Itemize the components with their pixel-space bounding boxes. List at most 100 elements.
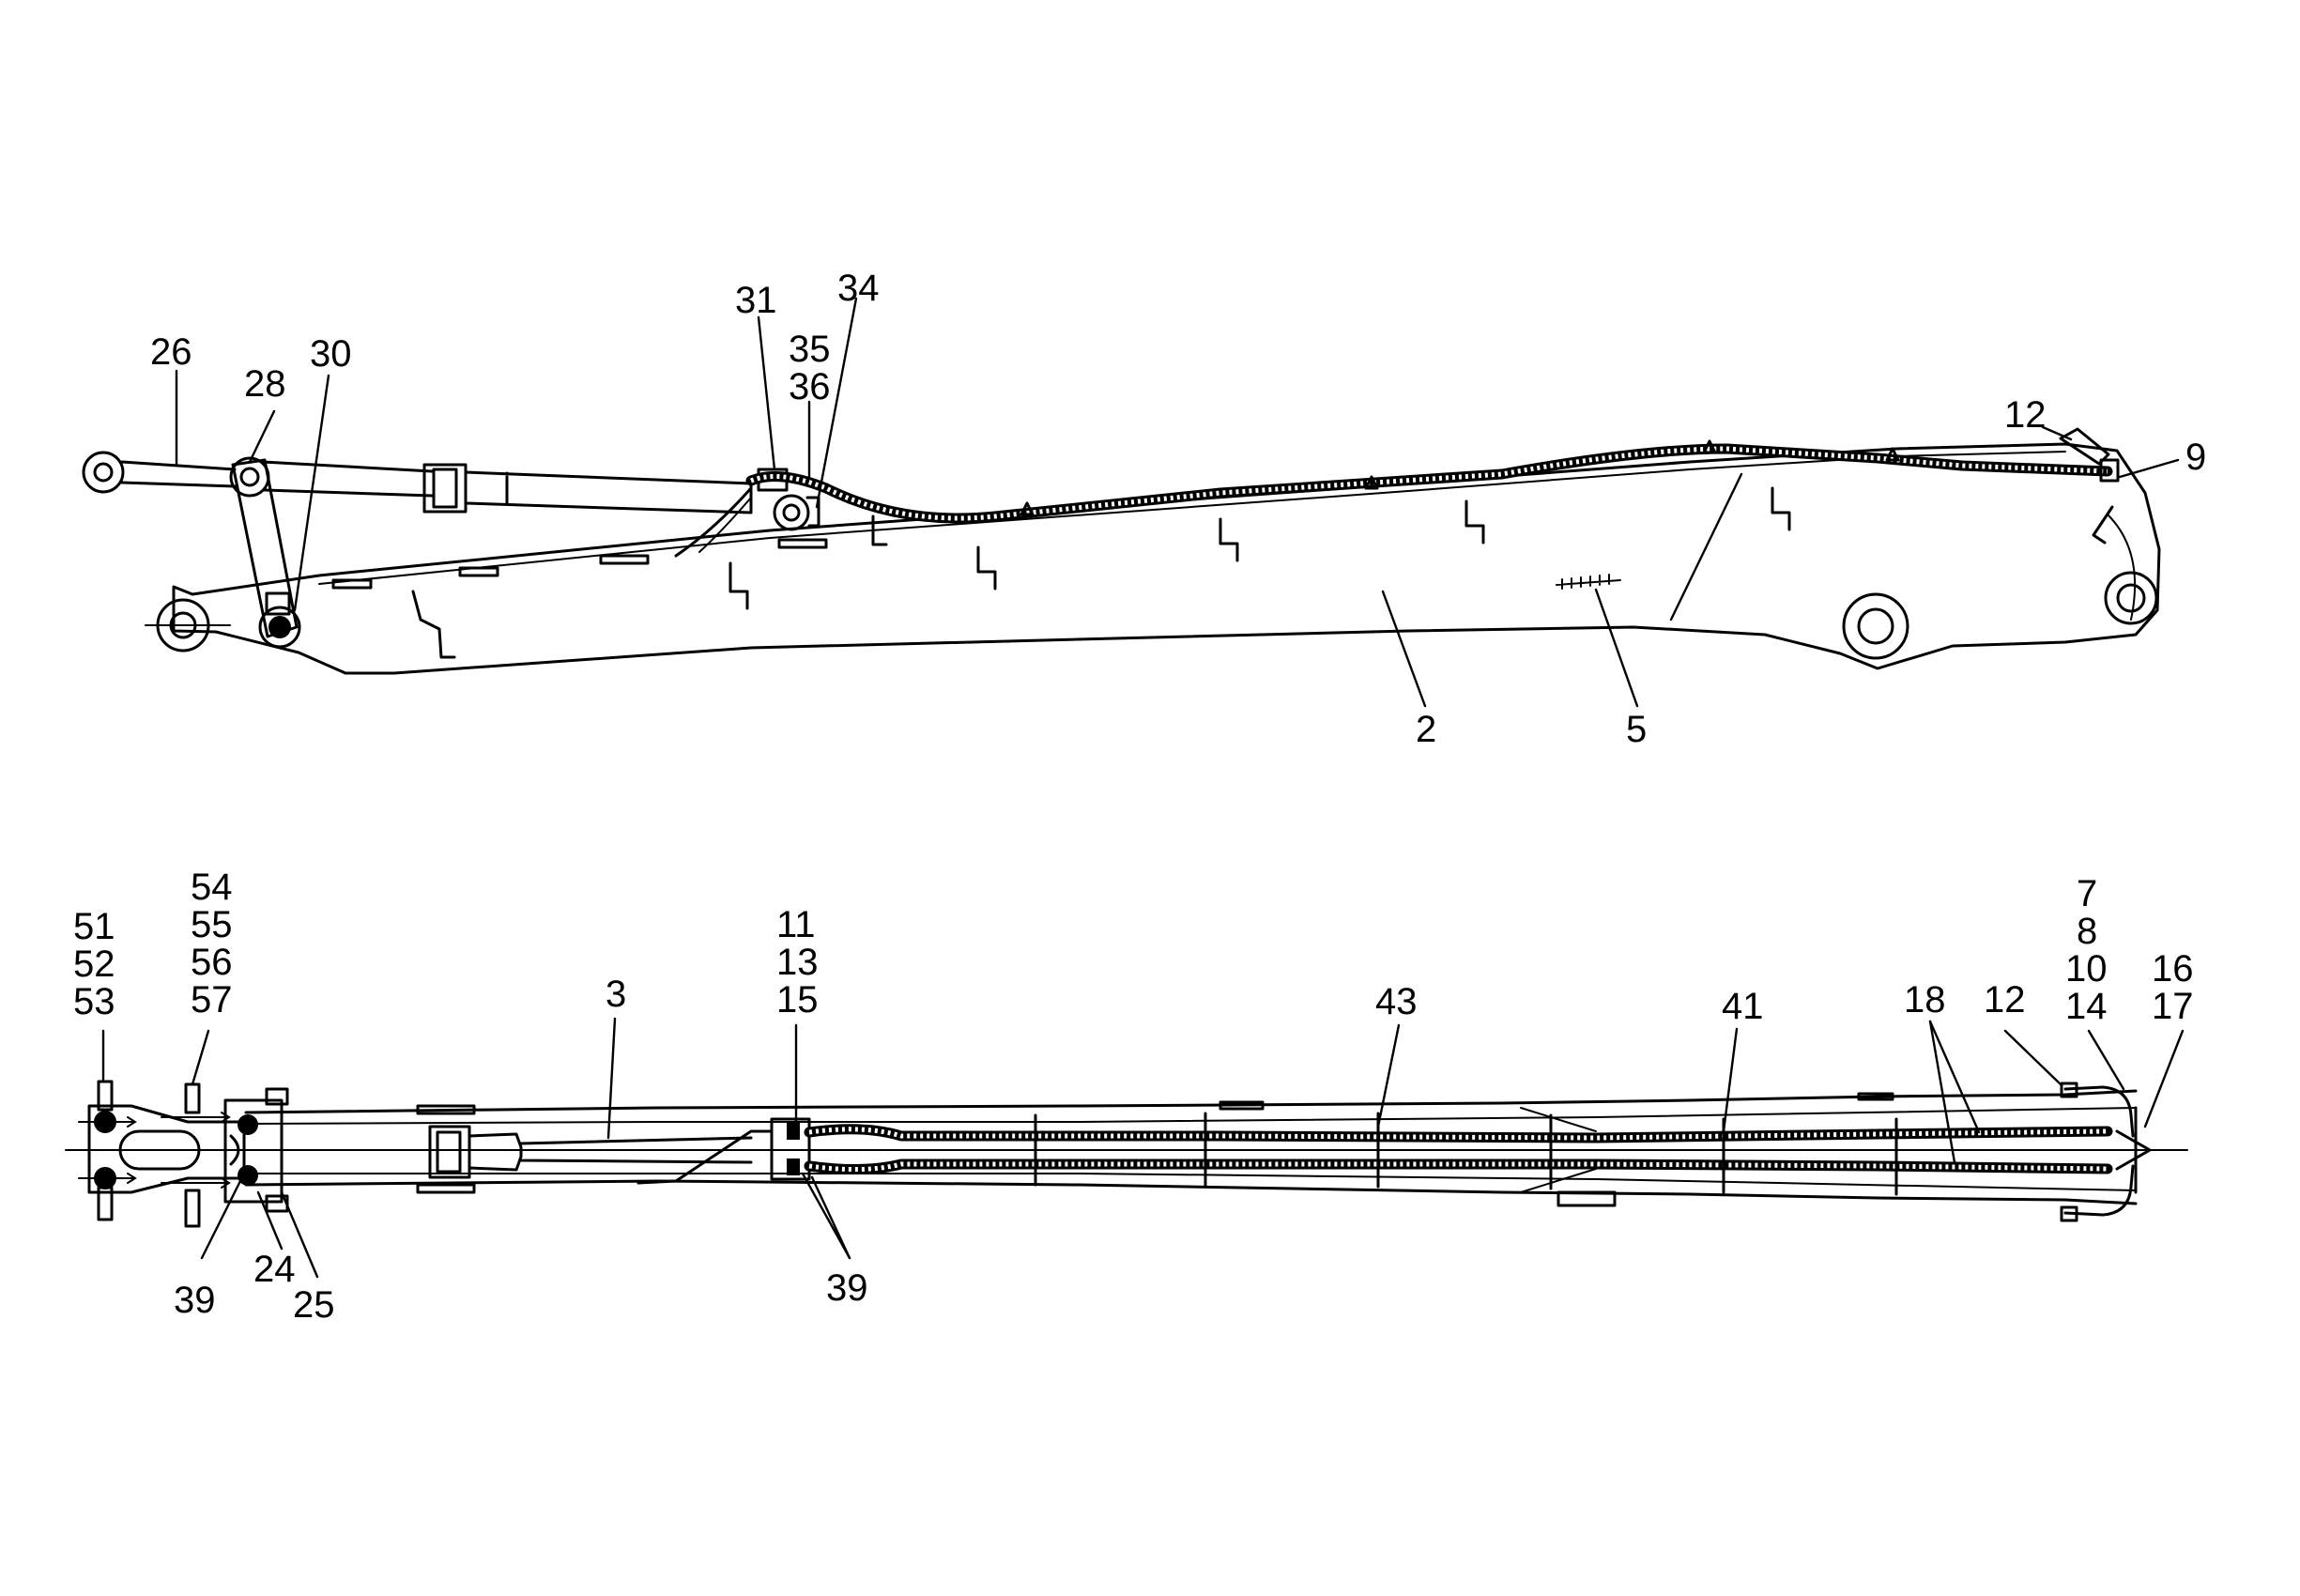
top-clamp-inner <box>787 1123 800 1140</box>
boom-body <box>172 442 2161 675</box>
top-view-callouts: 51 52 53 54 55 56 57 3 11 13 15 43 41 18… <box>73 867 2194 1326</box>
lever-arrows <box>161 1112 231 1189</box>
top-clamp-inner-2 <box>787 1159 800 1175</box>
callout-55: 55 <box>191 904 233 945</box>
callout-30: 30 <box>310 333 352 375</box>
lever-block-stem-bottom <box>184 1189 201 1228</box>
top-clamp-straps <box>1034 1112 1898 1196</box>
lever-bottom-pin <box>258 606 301 649</box>
callout-56: 56 <box>191 942 233 983</box>
top-side-plates <box>416 1092 1894 1207</box>
item-5-tag <box>1556 574 1621 590</box>
nose-pivot-pin <box>2116 583 2146 613</box>
top-nose-fitting-lower <box>2063 1164 2135 1217</box>
foot-arrows <box>78 1116 137 1184</box>
clamp-pivot <box>773 494 810 531</box>
nose-fitting-12 <box>2059 427 2110 466</box>
lever-block-stem-top <box>184 1082 201 1114</box>
top-flange-plates <box>331 538 828 590</box>
top-cylinder-collar <box>428 1125 471 1179</box>
link-lever <box>231 458 299 638</box>
lever-bottom-pin-inner <box>268 616 291 638</box>
top-cylinder-cable <box>636 1129 774 1185</box>
top-hose-upper-core <box>808 1127 2108 1141</box>
top-hose-lower-core <box>808 1161 2108 1173</box>
foot-slot <box>118 1129 201 1171</box>
callout-39-mid: 39 <box>826 1267 868 1309</box>
callout-57: 57 <box>191 979 233 1021</box>
top-nose-tee <box>2115 1106 2152 1194</box>
top-nose-bolt-upper <box>2060 1082 2078 1098</box>
callout-28: 28 <box>244 363 286 405</box>
cylinder-collar <box>422 463 468 514</box>
lever-nut-top <box>265 1087 289 1106</box>
callout-7: 7 <box>2077 873 2097 914</box>
callout-13: 13 <box>776 942 819 983</box>
callout-25: 25 <box>293 1284 335 1326</box>
callout-36: 36 <box>789 366 831 407</box>
top-boom-outline <box>244 1089 2138 1205</box>
side-l-brackets <box>411 486 2114 659</box>
top-nose-diverge <box>1520 1107 1597 1193</box>
lever-block <box>223 1098 284 1204</box>
cylinder-barrel <box>464 470 753 514</box>
main-pivot-pin <box>1857 607 1894 645</box>
callout-52: 52 <box>73 944 115 985</box>
clamp-pivot-inner <box>782 503 801 522</box>
callout-10: 10 <box>2065 948 2108 990</box>
nose-pivot-boss <box>2104 571 2158 625</box>
foot-bolt-stem-top <box>97 1080 114 1112</box>
cylinder-cable <box>674 486 753 558</box>
callout-3: 3 <box>606 974 626 1015</box>
callout-43: 43 <box>1375 981 1418 1022</box>
callout-14: 14 <box>2065 986 2108 1027</box>
tie-rod <box>120 460 237 488</box>
callout-18: 18 <box>1904 979 1946 1021</box>
callout-5: 5 <box>1626 709 1647 750</box>
callout-54: 54 <box>191 867 233 908</box>
top-view-leaders <box>101 1017 2185 1279</box>
top-cylinder-barrel <box>468 1132 753 1172</box>
foot-bolt-stem-bottom <box>97 1186 114 1221</box>
cylinder-collar-inner <box>432 468 458 509</box>
callout-15: 15 <box>776 979 819 1021</box>
callout-31: 31 <box>735 280 777 321</box>
side-hose-clamps <box>1020 439 1900 516</box>
top-nose-bolt-lower <box>2060 1205 2078 1222</box>
nose-fitting-9 <box>2099 458 2120 483</box>
lever-bolt-top <box>238 1114 258 1135</box>
lever-cam <box>229 1134 240 1166</box>
lever-bolt-bottom <box>238 1165 258 1186</box>
callout-12-side: 12 <box>2004 394 2047 436</box>
callout-11: 11 <box>776 904 816 945</box>
top-nose-fitting-upper <box>2063 1085 2135 1138</box>
boom-top-inner-line <box>318 451 2066 585</box>
callout-2: 2 <box>1416 709 1436 750</box>
callout-9: 9 <box>2185 437 2206 478</box>
side-view-leaders <box>175 297 2180 708</box>
callout-8: 8 <box>2077 911 2097 952</box>
cylinder-cable-2 <box>698 497 752 553</box>
top-boom-inner <box>245 1107 2137 1191</box>
callout-34: 34 <box>837 268 880 309</box>
top-view <box>65 1080 2188 1228</box>
side-hose-core <box>750 446 2108 521</box>
callout-41: 41 <box>1722 986 1764 1027</box>
lever-top-pin-inner <box>239 467 260 487</box>
callout-53: 53 <box>73 981 115 1022</box>
callout-24: 24 <box>253 1249 296 1290</box>
lever-top-pin <box>229 456 270 498</box>
callout-12-top: 12 <box>1984 979 2026 1021</box>
main-pivot-boss <box>1842 592 1909 660</box>
top-clamp-block <box>770 1117 811 1181</box>
lever-bottom-bracket <box>265 591 291 616</box>
side-view <box>82 427 2161 675</box>
callout-51: 51 <box>73 906 115 947</box>
callout-17: 17 <box>2152 986 2194 1027</box>
top-cylinder-collar-inner <box>436 1130 462 1174</box>
callout-39-left: 39 <box>174 1280 216 1321</box>
callout-16: 16 <box>2152 948 2194 990</box>
cylinder-tube <box>261 460 434 498</box>
clamp-bracket-34 <box>805 496 820 528</box>
